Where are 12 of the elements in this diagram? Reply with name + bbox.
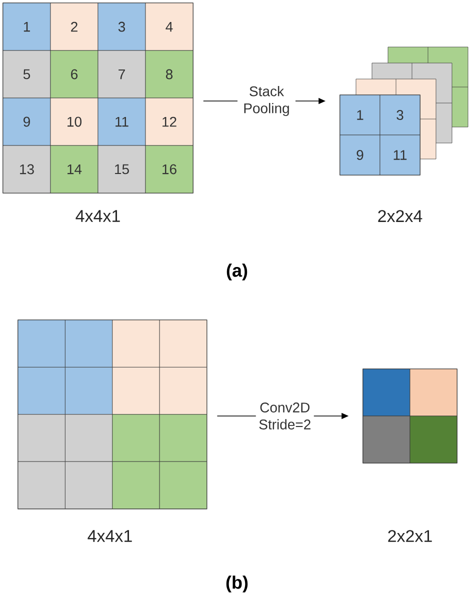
feature-map-grid <box>18 320 208 510</box>
feature-map-grid: 1 2 3 4 5 6 7 8 9 10 11 12 13 14 15 16 <box>2 2 194 194</box>
panel-label: (a) <box>226 264 248 280</box>
feature-map-grid <box>362 368 458 464</box>
edge-label: Stack Pooling <box>238 84 296 118</box>
edge-label: Conv2D Stride=2 <box>256 402 314 430</box>
dimension-caption: 2x2x4 <box>378 210 422 222</box>
panel-label: (b) <box>226 576 248 592</box>
feature-map-grid: 1 3 9 11 <box>340 94 420 176</box>
dimension-caption: 4x4x1 <box>76 210 120 222</box>
dimension-caption: 2x2x1 <box>388 530 432 542</box>
dimension-caption: 4x4x1 <box>88 530 132 542</box>
